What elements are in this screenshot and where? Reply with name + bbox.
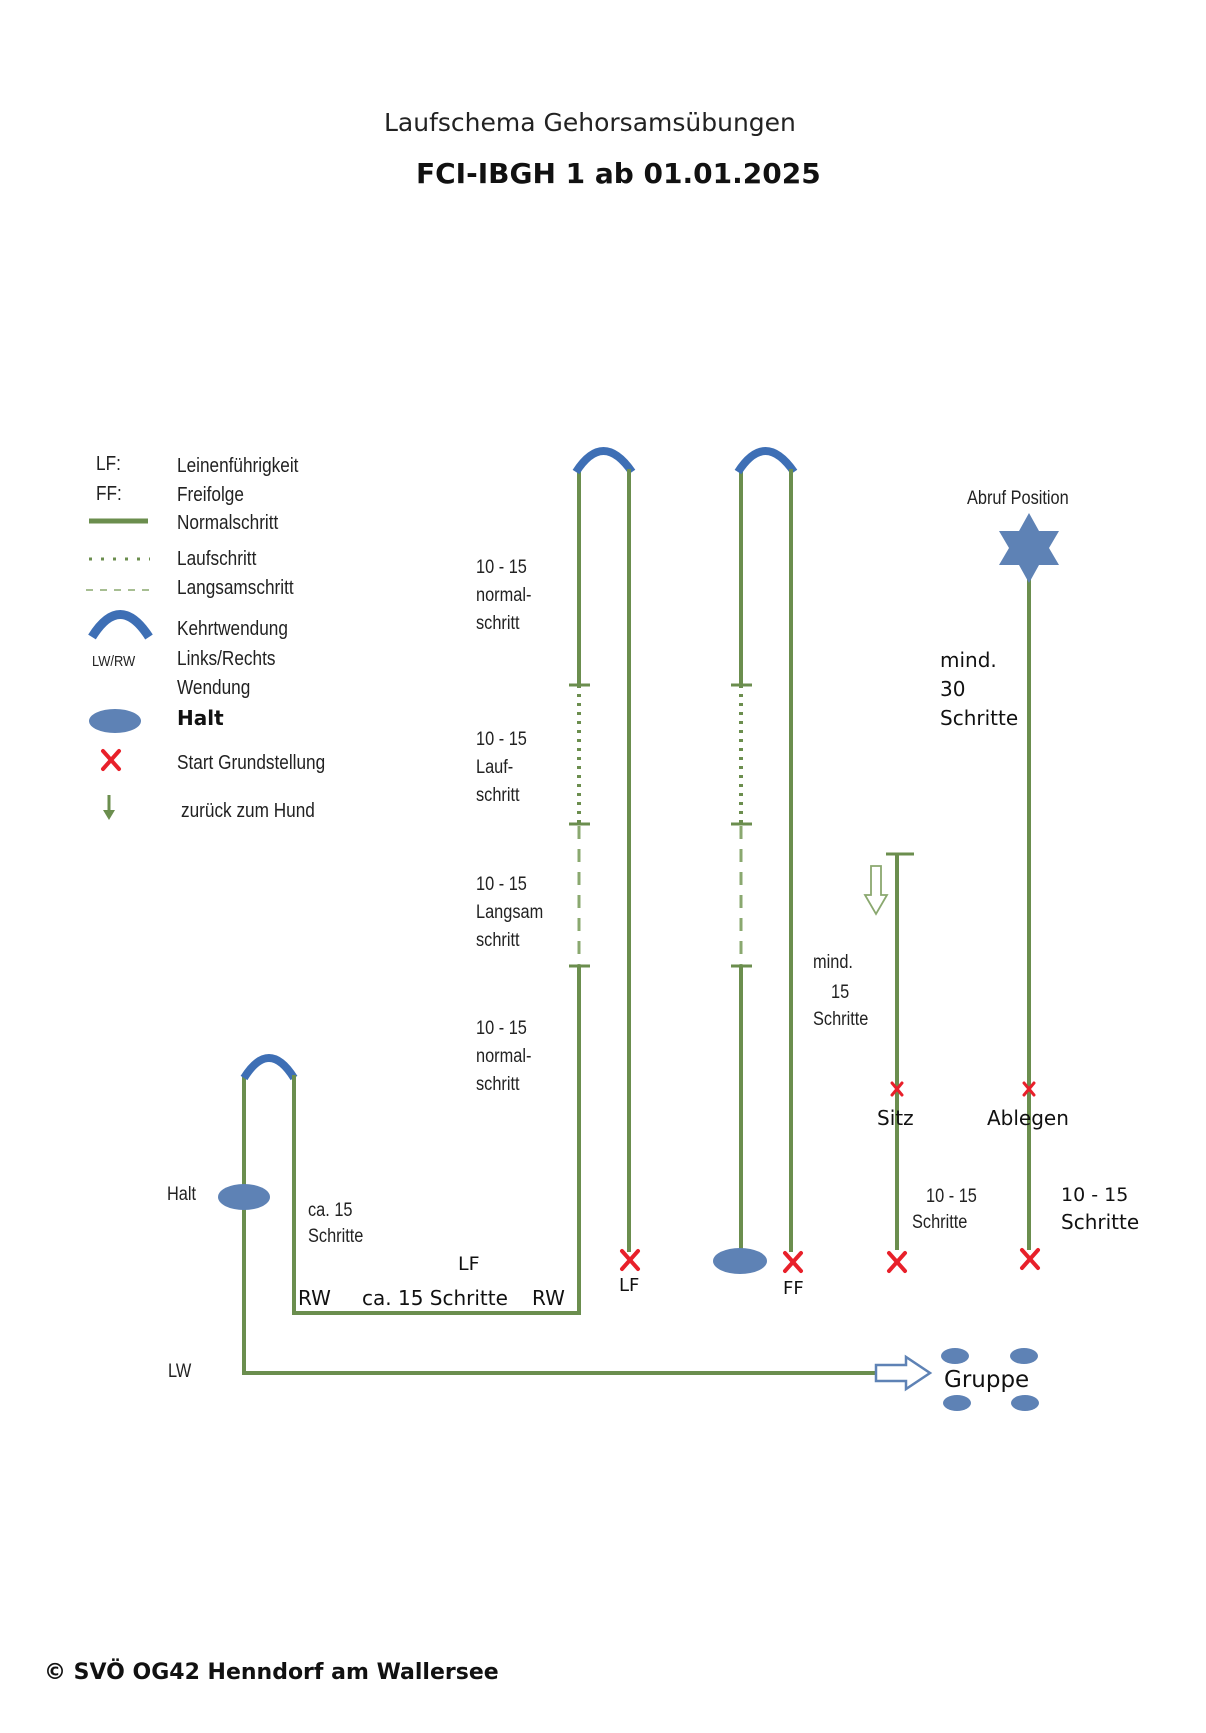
legend-halt-icon — [89, 709, 141, 733]
segment-lauf-line3: schritt — [476, 785, 520, 806]
legend-halt-desc: Halt — [177, 706, 224, 730]
page-title: Laufschema Gehorsamsübungen — [384, 108, 796, 137]
lf-start-x-icon — [620, 1249, 640, 1271]
legend-ff-key: FF: — [96, 483, 122, 505]
sitz-steps-line2: Schritte — [912, 1212, 968, 1233]
sitz-mind-line3: Schritte — [813, 1009, 869, 1030]
left-rw-right-label: RW — [532, 1286, 565, 1310]
legend-langsam-desc: Langsamschritt — [177, 577, 294, 599]
legend-kehrt-desc: Kehrtwendung — [177, 618, 288, 640]
ff-kehrt-arc-icon — [734, 447, 798, 475]
sitz-steps-line1: 10 - 15 — [926, 1186, 977, 1207]
legend-lwrw-desc2: Wendung — [177, 677, 251, 699]
start-ff-label: FF — [783, 1278, 804, 1299]
legend-lwrw-desc1: Links/Rechts — [177, 648, 276, 670]
left-halt-label: Halt — [167, 1184, 197, 1205]
segment-normal-top-line2: normal- — [476, 585, 532, 606]
gruppe-hollow-arrow-icon — [874, 1354, 933, 1392]
lf-kehrt-arc-icon — [572, 447, 636, 475]
gruppe-person-icon-4 — [1011, 1395, 1039, 1411]
left-ca15-line1: ca. 15 — [308, 1200, 353, 1221]
segment-normal-bottom-line2: normal- — [476, 1046, 532, 1067]
legend-lf-desc: Leinenführigkeit — [177, 455, 299, 477]
segment-normal-bottom-line1: 10 - 15 — [476, 1018, 527, 1039]
abruf-star-icon — [999, 513, 1059, 583]
gruppe-person-icon-1 — [941, 1348, 969, 1364]
legend-kehrt-arc-icon — [88, 610, 153, 640]
page-subtitle: FCI-IBGH 1 ab 01.01.2025 — [416, 157, 821, 190]
legend-lwrw-key: LW/RW — [92, 653, 136, 670]
segment-lauf-line2: Lauf- — [476, 757, 514, 778]
ablegen-steps-line2: Schritte — [1061, 1210, 1140, 1234]
ff-start-x-icon — [783, 1251, 803, 1273]
left-rw-left-label: RW — [298, 1286, 331, 1310]
copyright-footer: © SVÖ OG42 Henndorf am Wallersee — [44, 1660, 499, 1685]
legend-back-arrow-icon — [103, 795, 115, 820]
segment-langsam-line2: Langsam — [476, 902, 544, 923]
ablegen-start-x-icon — [1020, 1248, 1040, 1270]
left-lw-label: LW — [168, 1361, 192, 1382]
segment-normal-top-line3: schritt — [476, 613, 520, 634]
sitz-mind-line2: 15 — [831, 982, 850, 1003]
ablegen-mind-line3: Schritte — [940, 706, 1019, 730]
segment-langsam-line1: 10 - 15 — [476, 874, 527, 895]
gruppe-person-icon-2 — [1010, 1348, 1038, 1364]
left-ca15-line2: Schritte — [308, 1226, 364, 1247]
sitz-start-x-icon — [887, 1251, 907, 1273]
start-lf-label: LF — [619, 1275, 640, 1296]
legend-normal-desc: Normalschritt — [177, 512, 279, 534]
ablegen-label: Ablegen — [987, 1106, 1069, 1130]
sitz-hollow-down-arrow-icon — [863, 865, 889, 916]
left-halt-icon — [218, 1184, 270, 1210]
ablegen-steps-line1: 10 - 15 — [1061, 1184, 1129, 1206]
left-kehrt-arc-icon — [240, 1054, 298, 1081]
ablegen-mind-line1: mind. — [940, 648, 997, 672]
left-ca15-bottom-label: ca. 15 Schritte — [362, 1286, 508, 1310]
segment-langsam-line3: schritt — [476, 930, 520, 951]
ablegen-mind-line2: 30 — [940, 677, 966, 701]
gruppe-label: Gruppe — [944, 1367, 1030, 1393]
abruf-position-label: Abruf Position — [967, 488, 1069, 509]
legend-start-x-icon — [101, 749, 121, 771]
gruppe-person-icon-3 — [943, 1395, 971, 1411]
sitz-mind-line1: mind. — [813, 952, 853, 973]
legend-start-desc: Start Grundstellung — [177, 752, 326, 774]
left-lf-label: LF — [458, 1253, 480, 1275]
sitz-label: Sitz — [877, 1106, 914, 1130]
legend-ff-desc: Freifolge — [177, 484, 244, 506]
legend-lauf-desc: Laufschritt — [177, 548, 257, 570]
segment-lauf-line1: 10 - 15 — [476, 729, 527, 750]
segment-normal-top-line1: 10 - 15 — [476, 557, 527, 578]
segment-normal-bottom-line3: schritt — [476, 1074, 520, 1095]
ff-halt-icon — [713, 1248, 767, 1274]
legend-lf-key: LF: — [96, 453, 121, 475]
legend-zurueck-desc: zurück zum Hund — [181, 800, 315, 822]
